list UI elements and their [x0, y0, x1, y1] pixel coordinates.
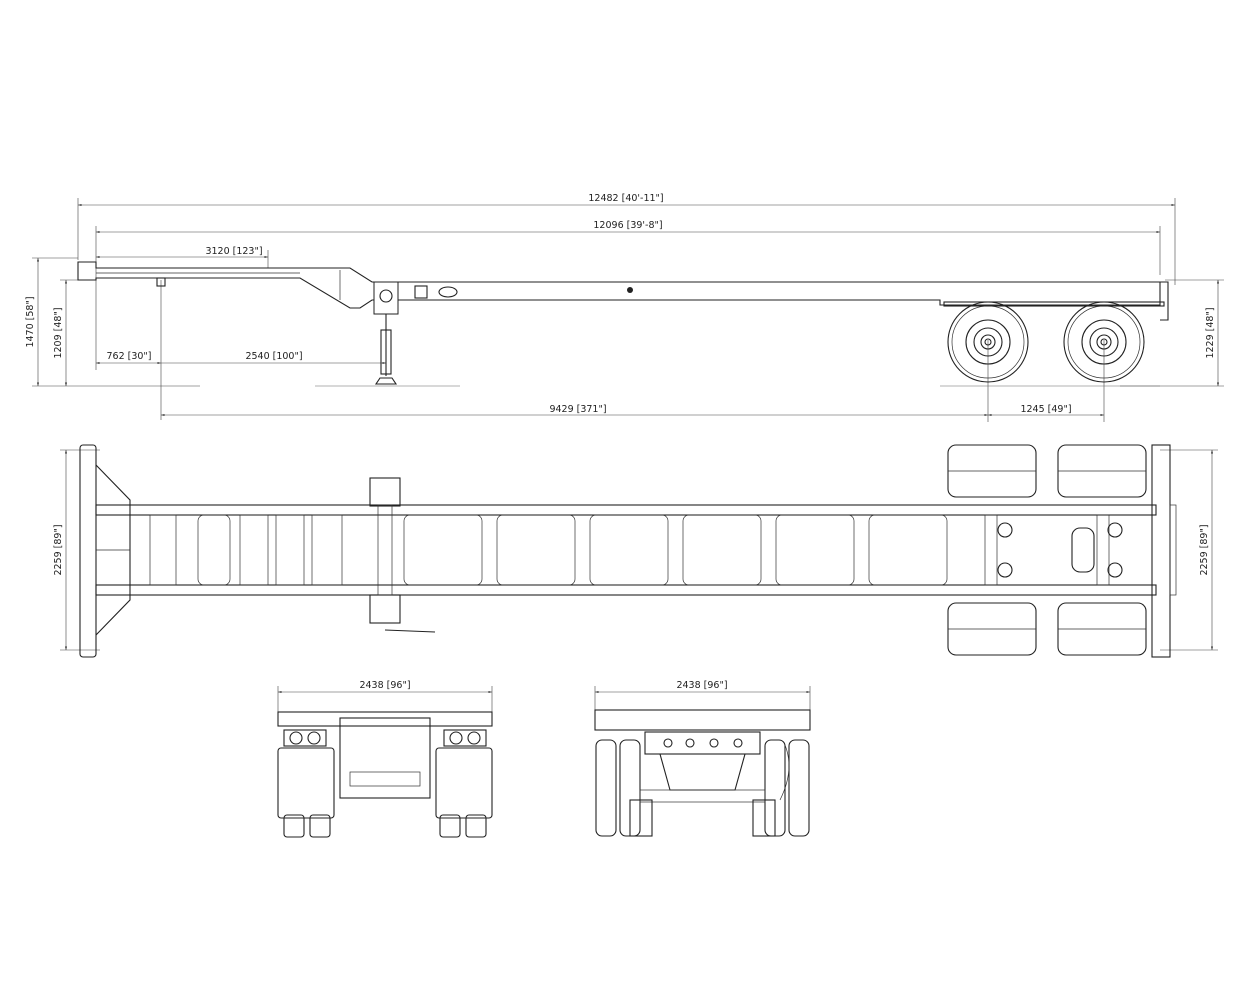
gooseneck-length-label: 3120 [123"]	[205, 246, 262, 257]
air-tank-icon	[1071, 527, 1095, 573]
landing-gear-icon	[373, 281, 399, 385]
main-rail-bottom	[95, 584, 1157, 596]
wheel-icon	[283, 814, 487, 838]
front-view-width-label: 2438 [96"]	[359, 680, 410, 691]
frame-length-label: 12096 [39'-8"]	[593, 220, 662, 231]
front-plate	[79, 444, 97, 658]
rear-plate	[1151, 444, 1171, 658]
kingpin-offset-label: 762 [30"]	[106, 351, 151, 362]
front-view: 2438 [96"]	[277, 680, 493, 838]
main-rail-top	[95, 504, 1157, 516]
front-width-label: 2259 [89"]	[53, 524, 64, 575]
rear-view: 2438 [96"]	[594, 680, 811, 837]
rear-width-label: 2259 [89"]	[1199, 524, 1210, 575]
top-view: 2259 [89"] 2259 [89"]	[53, 444, 1218, 658]
kingpin	[156, 277, 166, 287]
landing-gear-icon	[369, 477, 436, 633]
rear-deck-height-label: 1229 [48"]	[1205, 307, 1216, 358]
side-frame	[77, 261, 1161, 309]
crossmembers	[149, 514, 948, 586]
side-view: 12482 [40'-11"] 12096 [39'-8"] 3120 [123…	[25, 193, 1224, 422]
front-height-label: 1470 [58"]	[25, 296, 36, 347]
kingpin-to-axle-label: 9429 [371"]	[549, 404, 606, 415]
axle-spread-label: 1245 [49"]	[1020, 404, 1071, 415]
rear-tandem	[947, 444, 1147, 656]
overall-length-label: 12482 [40'-11"]	[588, 193, 663, 204]
landing-gear-distance-label: 2540 [100"]	[245, 351, 302, 362]
rear-view-width-label: 2438 [96"]	[676, 680, 727, 691]
front-deck-height-label: 1209 [48"]	[53, 307, 64, 358]
